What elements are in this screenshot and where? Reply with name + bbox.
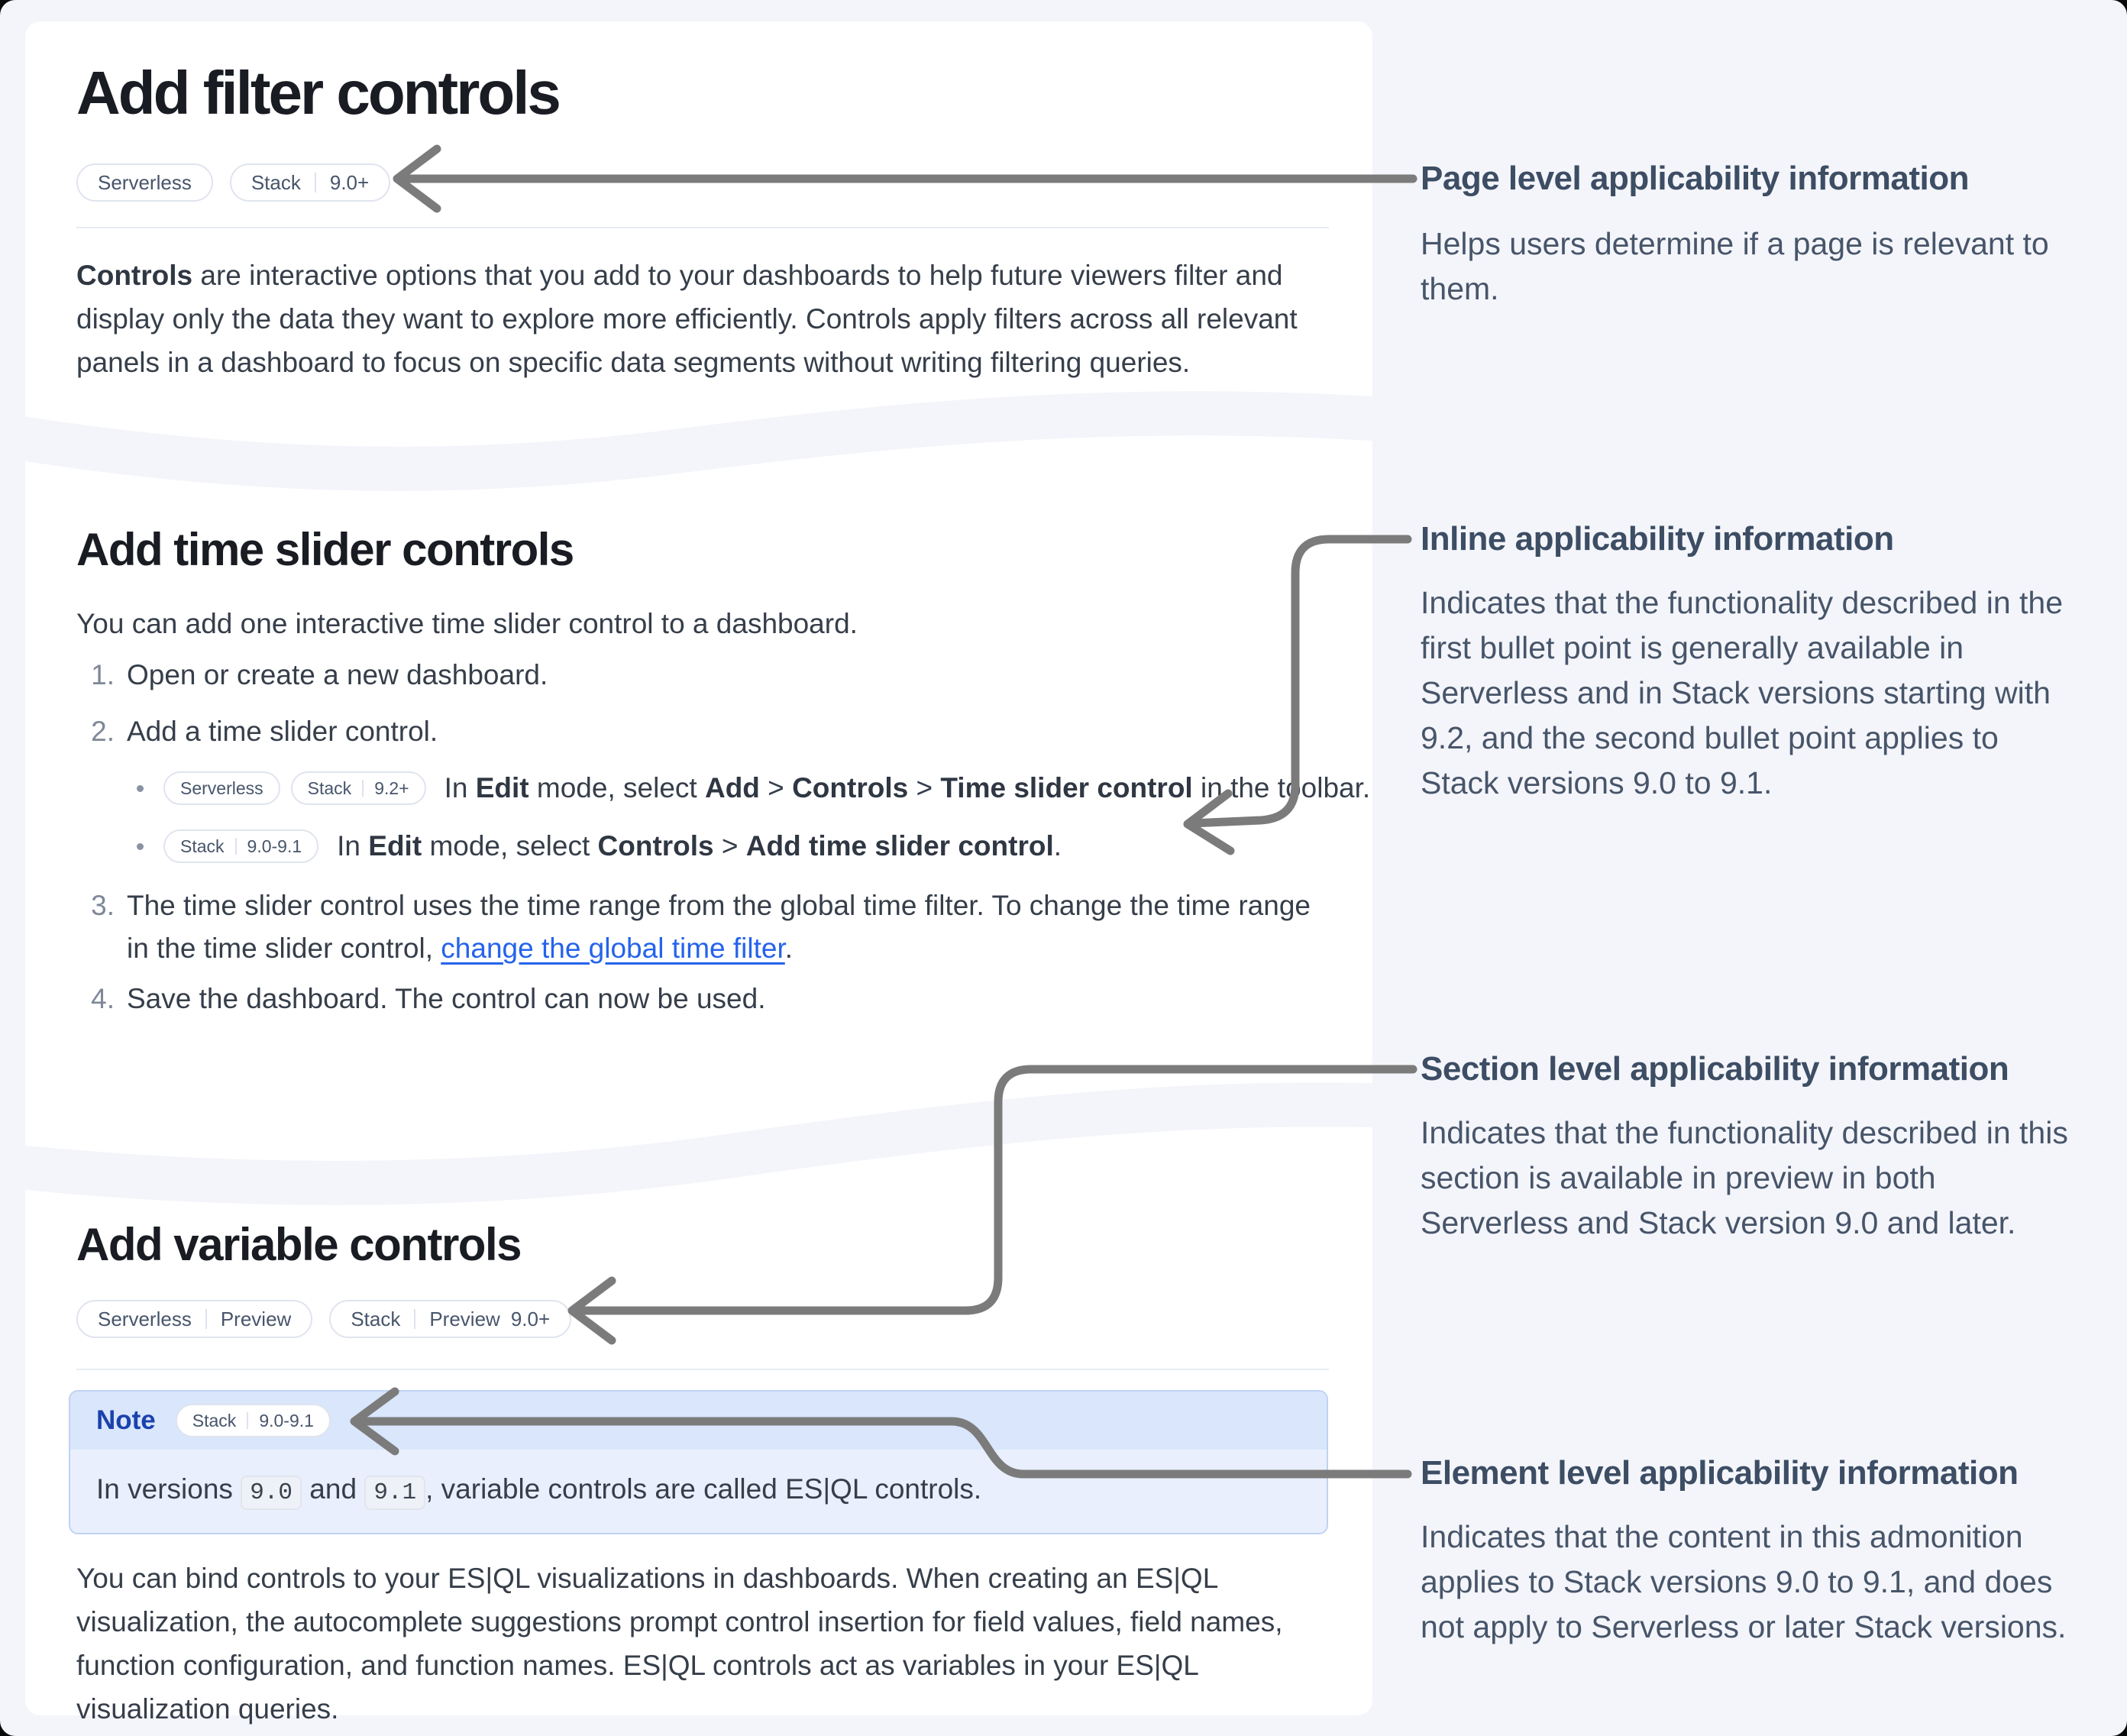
badge-divider (205, 1309, 207, 1329)
list-item: 2. Add a time slider control. (76, 710, 1329, 753)
annotation-body-section-level: Indicates that the functionality describ… (1421, 1115, 2068, 1240)
badge-label: Stack (251, 170, 301, 194)
stack-version-badge: Stack 9.0+ (229, 163, 391, 202)
bullet-dot-icon (137, 784, 144, 792)
annotation-heading-inline: Inline applicability information (1421, 520, 1894, 558)
section-badge-row: Serverless Preview Stack Preview 9.0+ (76, 1300, 572, 1338)
serverless-badge: Serverless (163, 771, 280, 805)
annotation-body-page-level: Helps users determine if a page is relev… (1421, 226, 2049, 306)
badge-label: Serverless (98, 170, 192, 194)
badge-version: 9.0+ (510, 1307, 551, 1330)
stack-version-badge: Stack 9.0-9.1 (175, 1404, 331, 1437)
badge-label: Stack (307, 777, 352, 798)
badge-divider (314, 173, 316, 192)
section-divider (76, 1369, 1329, 1370)
annotation-body-element-level: Indicates that the content in this admon… (1421, 1519, 2067, 1644)
badge-divider (362, 780, 364, 797)
bullet-item-stack-90-91: Stack 9.0-9.1 In Edit mode, select Contr… (127, 829, 1062, 863)
intro-bold: Controls (76, 260, 193, 291)
list-text: Open or create a new dashboard. (127, 659, 548, 690)
section-title-time-slider: Add time slider controls (76, 524, 574, 575)
badge-version: 9.0+ (329, 170, 370, 194)
annotation-body-inline: Indicates that the functionality describ… (1421, 585, 2064, 800)
note-header: Note Stack 9.0-9.1 (70, 1392, 1327, 1450)
badge-divider (414, 1309, 416, 1329)
version-code-chip: 9.0 (241, 1476, 302, 1510)
wave-separator-bottom (25, 1082, 1372, 1205)
list-number: 4. (91, 983, 115, 1014)
note-title: Note (96, 1405, 156, 1435)
version-code-chip: 9.1 (364, 1476, 426, 1510)
list-item: 3. The time slider control uses the time… (76, 884, 1314, 970)
intro-paragraph: Controls are interactive options that yo… (76, 254, 1337, 384)
badge-version: 9.2+ (374, 777, 409, 798)
list-text: The time slider control uses the time ra… (127, 890, 1311, 964)
badge-divider (247, 1412, 249, 1429)
badge-version: 9.0-9.1 (259, 1410, 314, 1431)
section-title-variable: Add variable controls (76, 1219, 522, 1270)
badge-tag: Preview (429, 1307, 500, 1330)
bullet-item-serverless-stack: Serverless Stack 9.2+ In Edit mode, sele… (127, 771, 1370, 805)
bullet-text: In Edit mode, select Controls > Add time… (337, 830, 1062, 862)
list-item: 4. Save the dashboard. The control can n… (76, 978, 1329, 1020)
list-number: 2. (91, 716, 115, 747)
bullet-dot-icon (137, 842, 144, 850)
note-admonition: Note Stack 9.0-9.1 In versions 9.0 and 9… (69, 1390, 1328, 1534)
badge-divider (234, 838, 237, 855)
time-slider-intro: You can add one interactive time slider … (76, 608, 858, 639)
list-number: 1. (91, 659, 115, 690)
outro-paragraph: You can bind controls to your ES|QL visu… (76, 1563, 1283, 1725)
badge-label: Stack (180, 836, 225, 856)
bullet-text: In Edit mode, select Add > Controls > Ti… (444, 772, 1371, 803)
badge-label: Serverless (98, 1307, 192, 1330)
intro-rest: are interactive options that you add to … (76, 260, 1298, 378)
badge-version: 9.0-9.1 (247, 836, 302, 856)
badge-tag: Preview (220, 1307, 292, 1330)
list-number: 3. (91, 890, 115, 921)
wave-separator-top (25, 391, 1372, 491)
badge-label: Stack (351, 1307, 401, 1330)
stack-version-badge: Stack 9.2+ (290, 771, 426, 805)
note-body: In versions 9.0 and 9.1, variable contro… (70, 1450, 1327, 1533)
serverless-preview-badge: Serverless Preview (76, 1300, 313, 1338)
badge-label: Stack (192, 1410, 237, 1431)
page-badge-row: Serverless Stack 9.0+ (76, 163, 391, 202)
global-time-filter-link[interactable]: change the global time filter (441, 933, 785, 964)
page-title: Add filter controls (76, 59, 561, 127)
annotation-heading-page-level: Page level applicability information (1421, 160, 1969, 197)
annotation-heading-element-level: Element level applicability information (1421, 1454, 2019, 1492)
list-text: Save the dashboard. The control can now … (127, 983, 766, 1014)
annotation-heading-section-level: Section level applicability information (1421, 1050, 2009, 1088)
section-divider (76, 227, 1329, 228)
list-item: 1. Open or create a new dashboard. (76, 654, 1329, 697)
serverless-badge: Serverless (76, 163, 213, 202)
stack-preview-badge: Stack Preview 9.0+ (329, 1300, 572, 1338)
stack-version-badge: Stack 9.0-9.1 (163, 829, 319, 863)
badge-label: Serverless (180, 777, 263, 798)
list-text: Add a time slider control. (127, 716, 438, 747)
